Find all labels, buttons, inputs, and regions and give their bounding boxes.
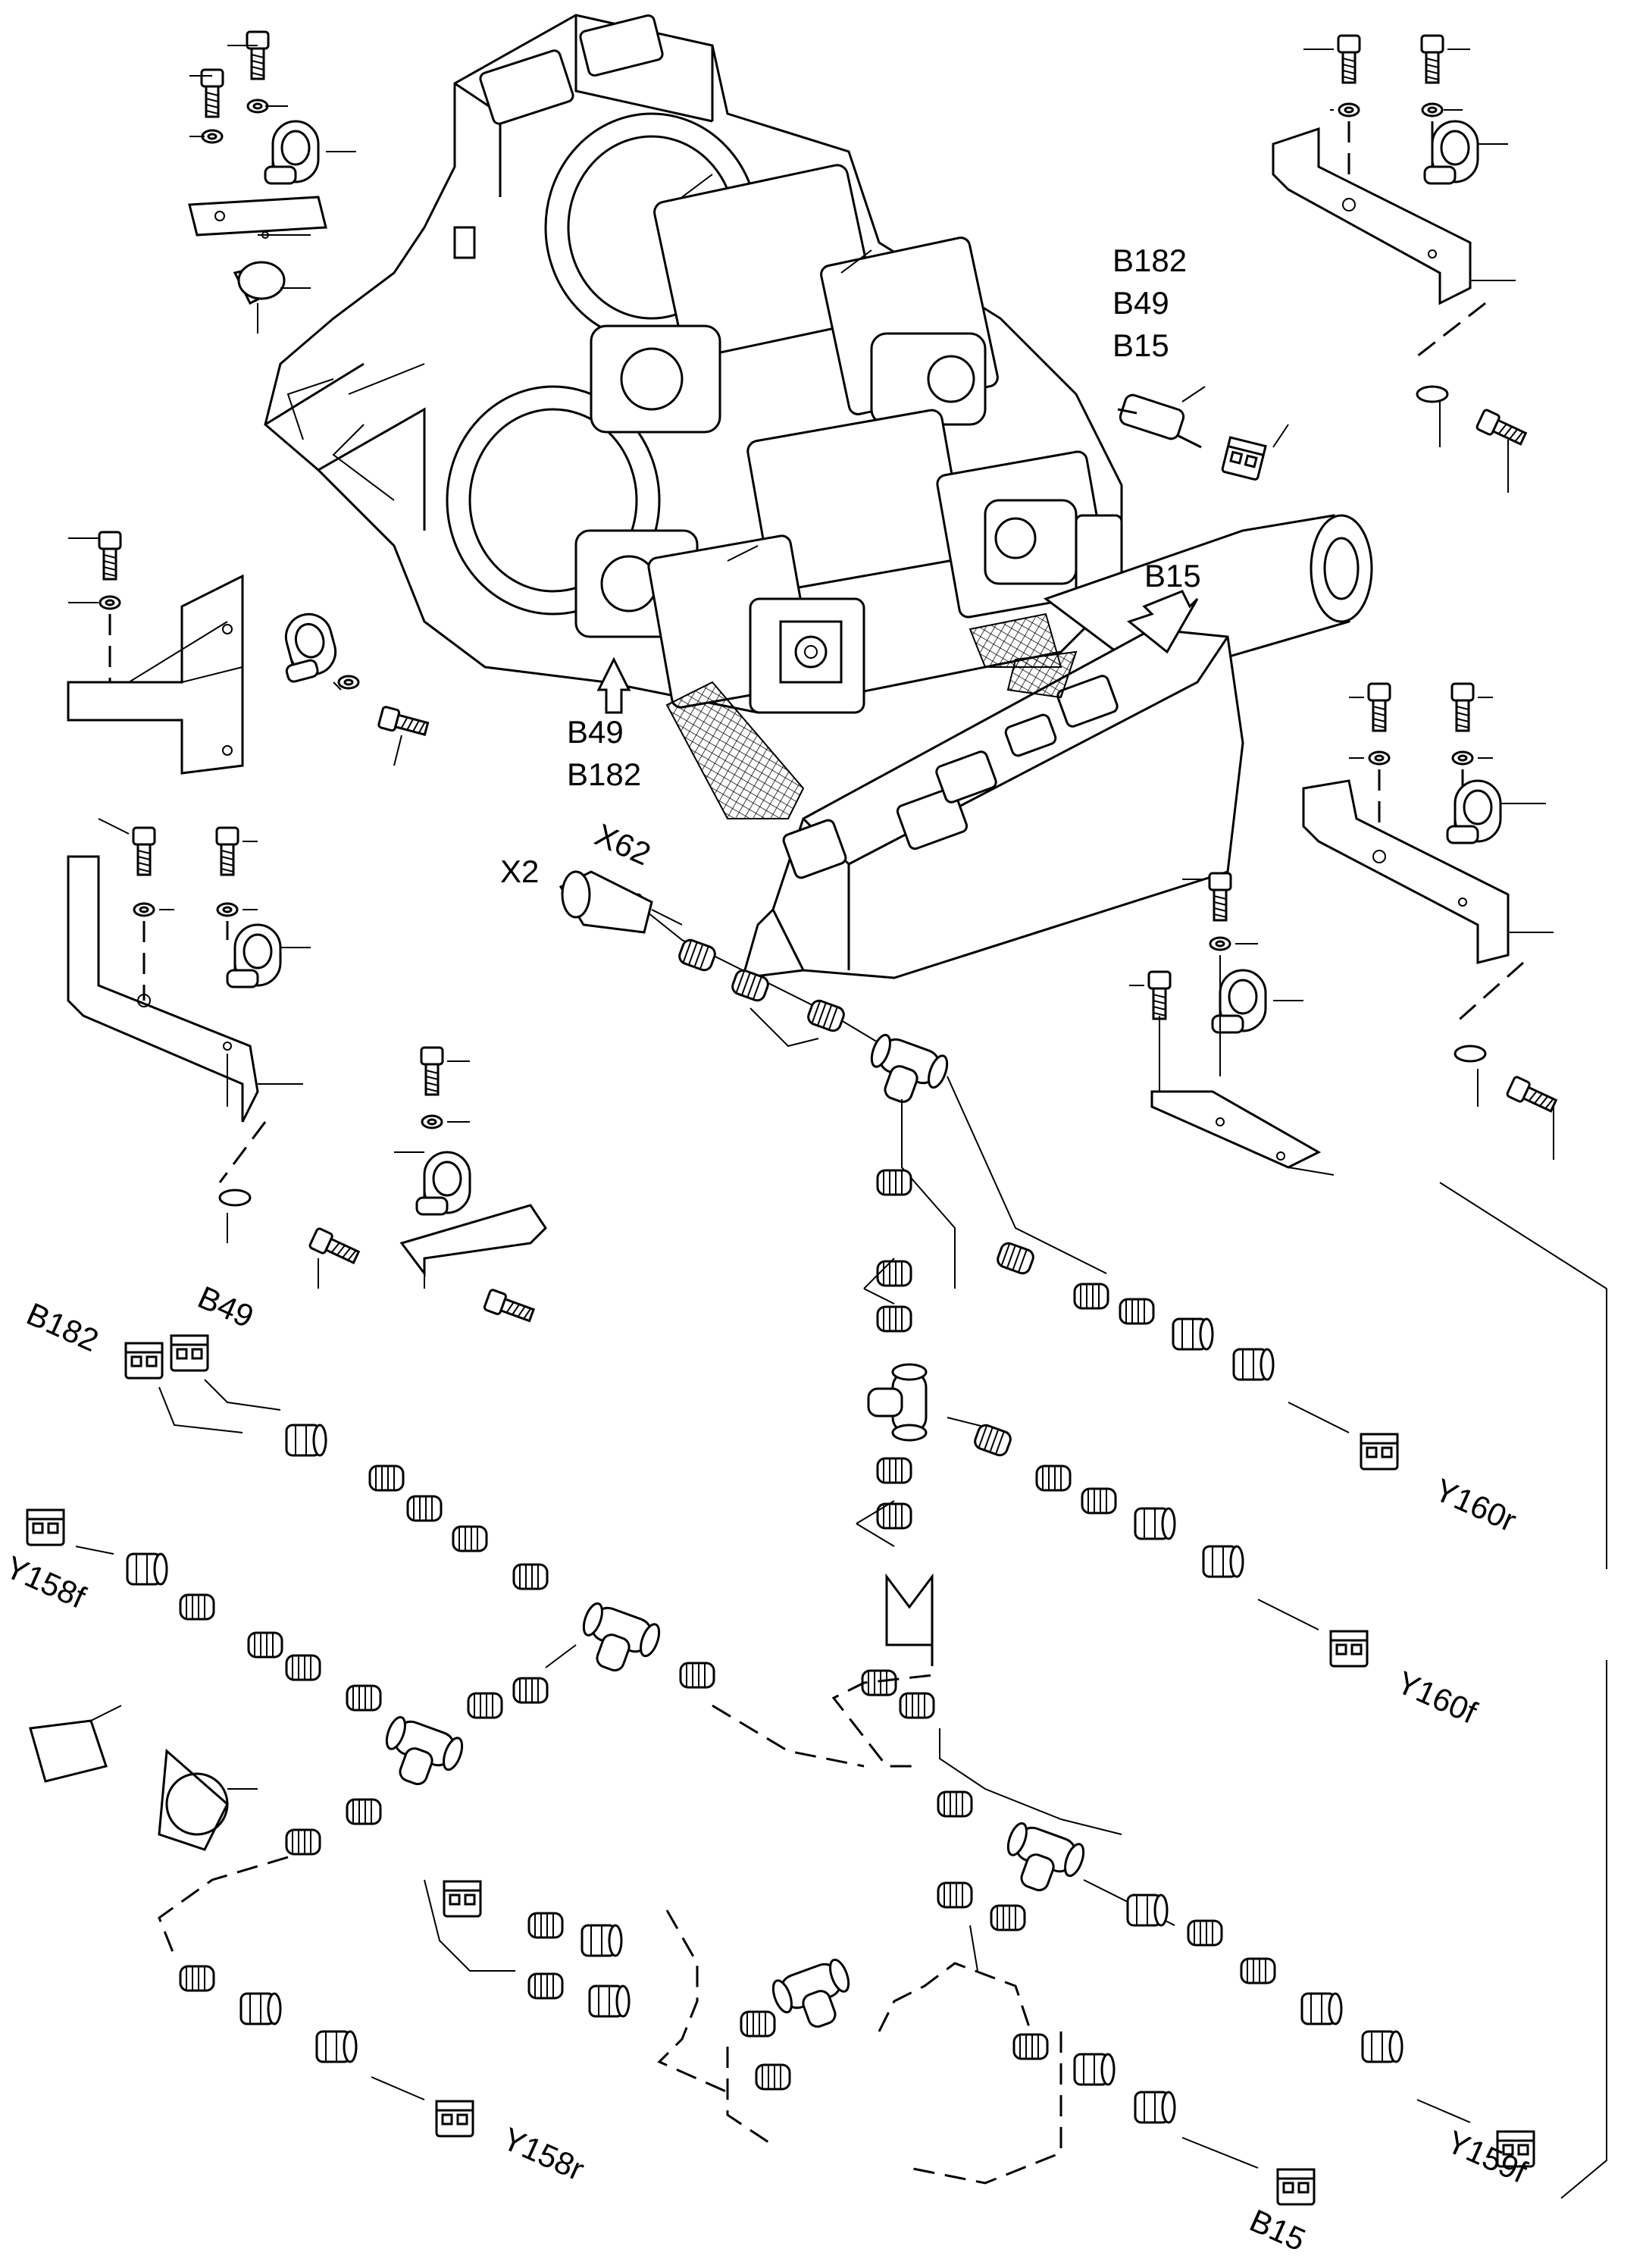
label-b15-top: B15 xyxy=(1112,327,1169,363)
hydraulic-motors xyxy=(574,164,1123,714)
label-b182-mid: B182 xyxy=(567,757,641,792)
harness-main xyxy=(565,879,1535,2206)
label-x2: X2 xyxy=(500,854,539,889)
label-b182-left: B182 xyxy=(21,1295,104,1358)
sensor-b15 xyxy=(1117,386,1289,481)
label-y158r: Y158r xyxy=(497,2120,590,2188)
sensor-arrows xyxy=(596,590,1199,714)
bracket-bottom-small xyxy=(394,1046,547,1327)
label-b182-top: B182 xyxy=(1112,243,1187,278)
label-b15-arrow: B15 xyxy=(1144,558,1201,594)
bracket-top-left xyxy=(188,30,356,334)
label-y158f: Y158f xyxy=(0,1549,91,1615)
label-b49-mid: B49 xyxy=(567,714,624,750)
label-y160f: Y160f xyxy=(1391,1664,1482,1731)
label-x62: X62 xyxy=(590,816,656,872)
bracket-mid-left xyxy=(67,531,430,775)
bracket-top-right xyxy=(1272,34,1529,493)
bracket-mid-right xyxy=(1302,682,1560,1160)
label-b49-left: B49 xyxy=(192,1279,258,1334)
exhaust-pipe xyxy=(665,514,1373,979)
bracket-mid-center-right xyxy=(1129,872,1335,1176)
harness-left xyxy=(26,1334,865,2138)
border-leader xyxy=(1439,1182,1607,2199)
label-b15-bottom: B15 xyxy=(1244,2202,1310,2257)
label-y160r: Y160r xyxy=(1429,1471,1522,1539)
bracket-mid-center-left xyxy=(67,818,362,1289)
connector-x2 xyxy=(559,870,683,934)
label-b49-top: B49 xyxy=(1112,285,1169,321)
